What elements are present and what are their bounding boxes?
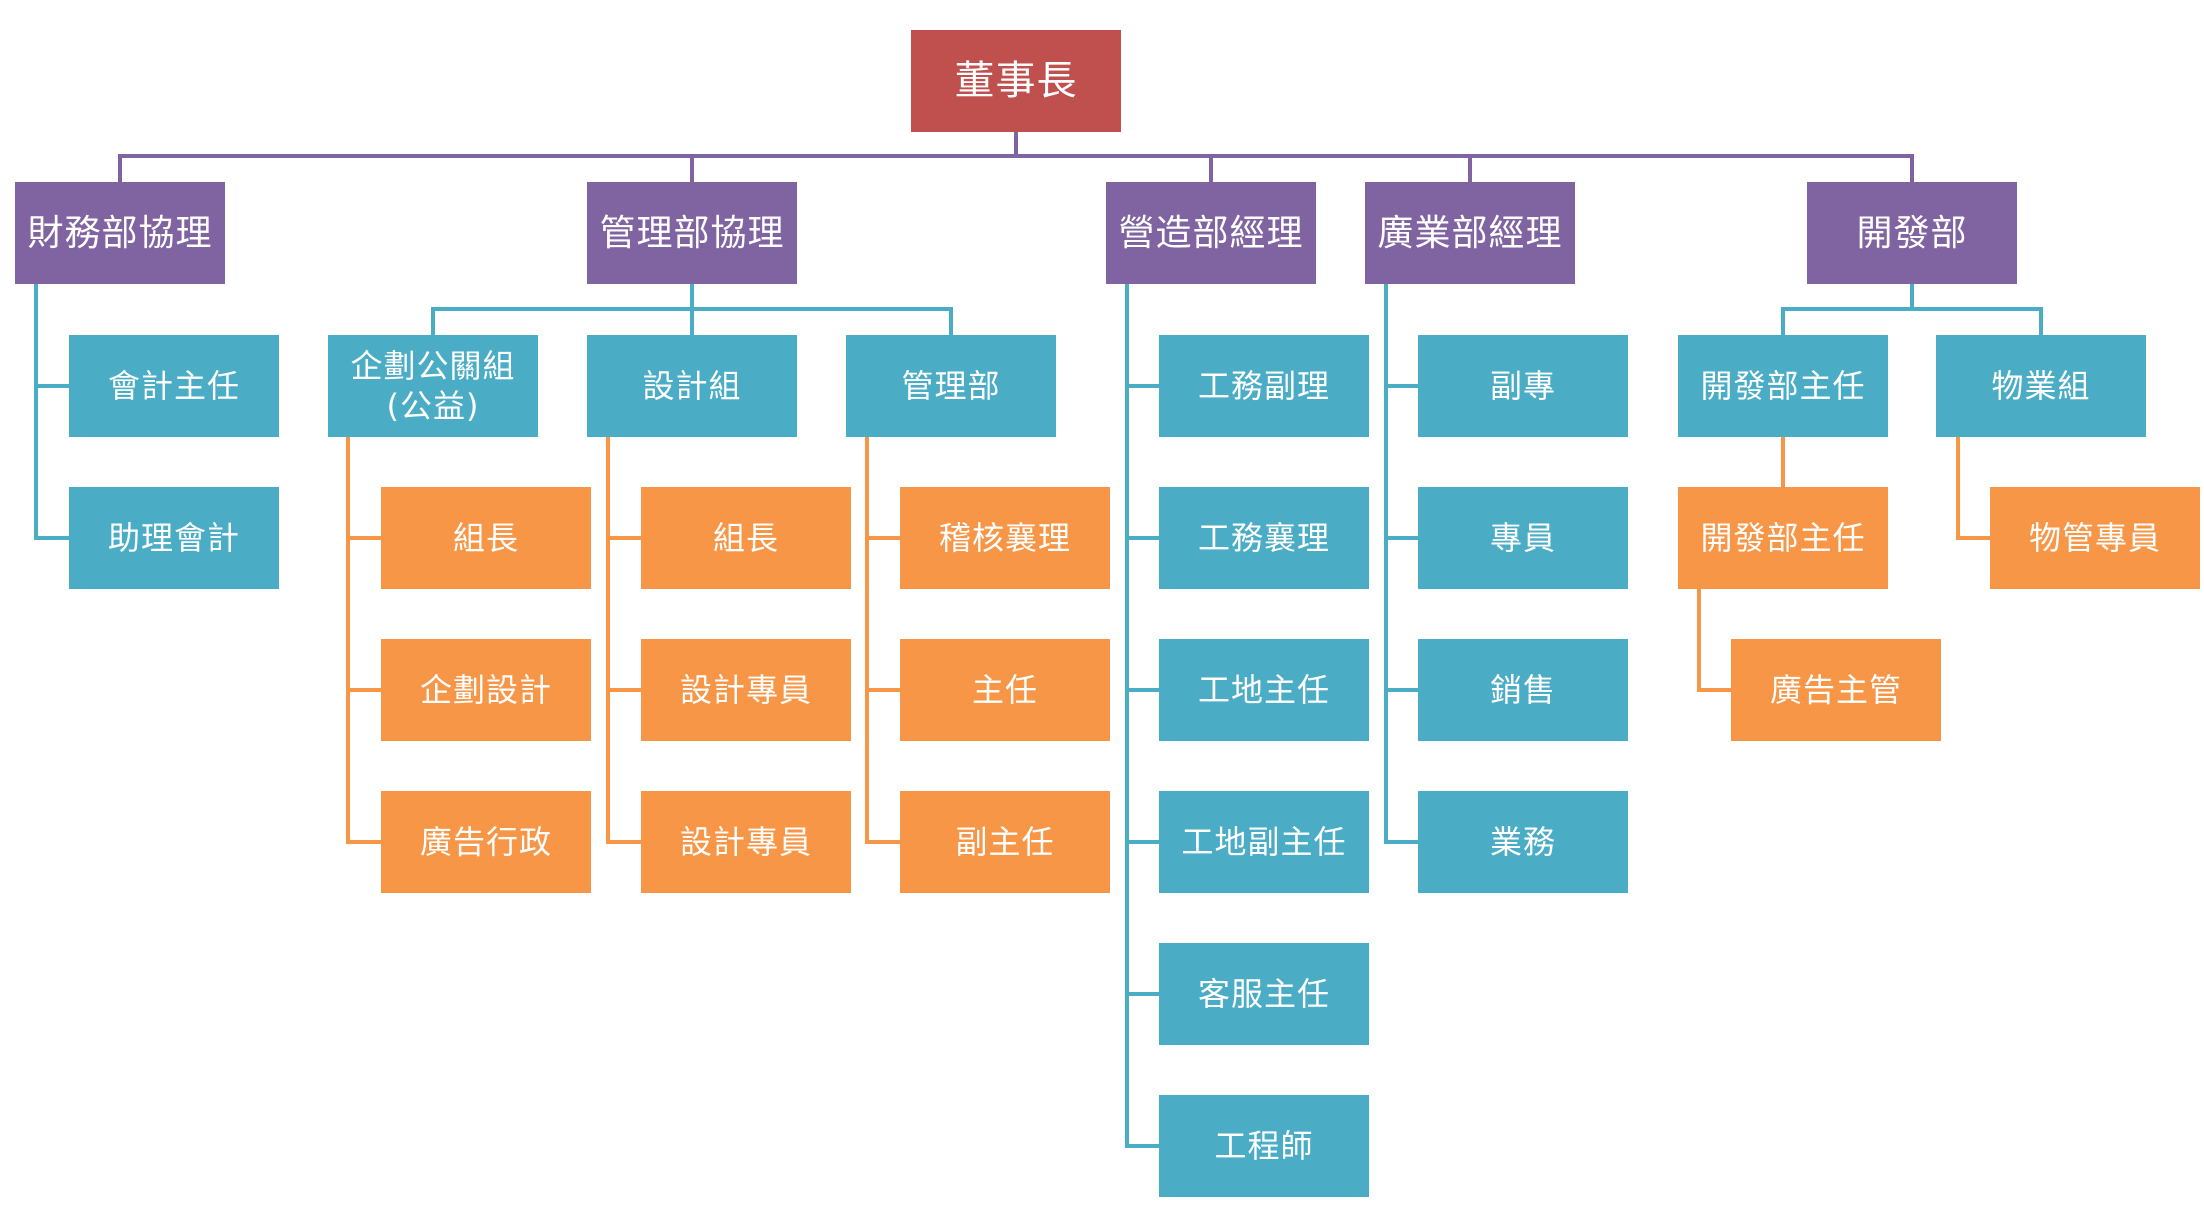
org-node: 企劃公關組 (公益)	[328, 335, 538, 437]
org-node: 設計組	[587, 335, 797, 437]
org-node: 組長	[641, 487, 851, 589]
org-node-department: 廣業部經理	[1365, 182, 1575, 284]
org-node: 稽核襄理	[900, 487, 1110, 589]
org-node: 主任	[900, 639, 1110, 741]
org-node: 設計專員	[641, 639, 851, 741]
org-node: 廣告行政	[381, 791, 591, 893]
org-node: 會計主任	[69, 335, 279, 437]
org-node: 廣告主管	[1731, 639, 1941, 741]
org-node-department: 營造部經理	[1106, 182, 1316, 284]
org-node: 物管專員	[1990, 487, 2200, 589]
org-node: 專員	[1418, 487, 1628, 589]
org-node: 組長	[381, 487, 591, 589]
org-node: 客服主任	[1159, 943, 1369, 1045]
org-node: 開發部主任	[1678, 335, 1888, 437]
org-node: 副主任	[900, 791, 1110, 893]
org-node: 副專	[1418, 335, 1628, 437]
org-node: 物業組	[1936, 335, 2146, 437]
org-node: 工地副主任	[1159, 791, 1369, 893]
org-node-root: 董事長	[911, 30, 1121, 132]
org-node: 銷售	[1418, 639, 1628, 741]
org-node-department: 管理部協理	[587, 182, 797, 284]
org-node: 助理會計	[69, 487, 279, 589]
org-node: 業務	[1418, 791, 1628, 893]
org-node: 設計專員	[641, 791, 851, 893]
org-node: 管理部	[846, 335, 1056, 437]
org-node: 工務襄理	[1159, 487, 1369, 589]
org-node-department: 開發部	[1807, 182, 2017, 284]
org-node: 工務副理	[1159, 335, 1369, 437]
org-node: 開發部主任	[1678, 487, 1888, 589]
org-node-department: 財務部協理	[15, 182, 225, 284]
org-node: 工程師	[1159, 1095, 1369, 1197]
org-node: 工地主任	[1159, 639, 1369, 741]
org-node: 企劃設計	[381, 639, 591, 741]
